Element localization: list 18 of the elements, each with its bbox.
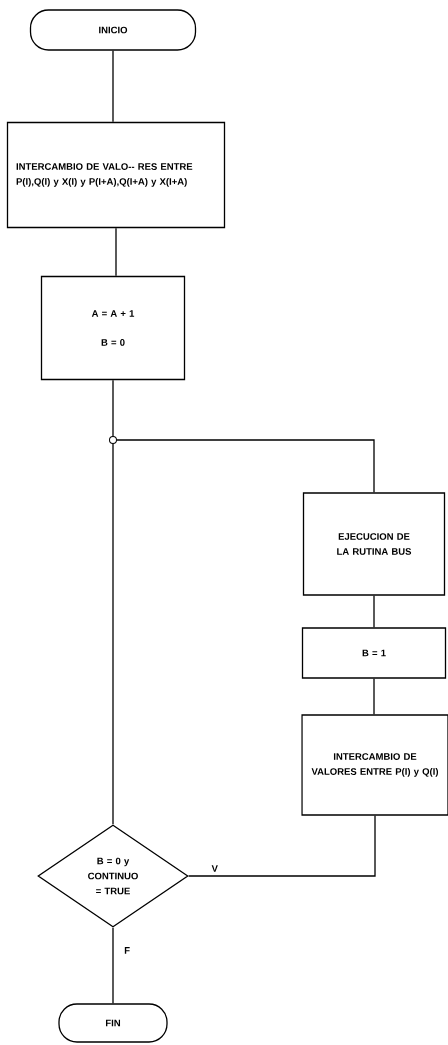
terminal-box: FIN: [58, 1003, 168, 1043]
edge-label: V: [210, 864, 219, 873]
process-box: EJECUCION DE LA RUTINA BUS: [302, 492, 446, 596]
edge-label: F: [123, 946, 131, 955]
connector-line: [112, 927, 114, 1004]
process-box: INTERCAMBIO DE VALO-- RES ENTRE P(I),Q(I) y X(I) y P(I+A),Q(I+A) y X(I+A): [6, 121, 226, 229]
connector-line: [373, 595, 375, 628]
connector-line: [112, 379, 114, 437]
connector-line: [116, 439, 375, 493]
connector-line: [115, 227, 117, 277]
connector-line: [188, 815, 376, 877]
terminal-box: INICIO: [29, 9, 197, 51]
process-box: A = A + 1 B = 0: [40, 275, 186, 381]
connector-line: [373, 678, 375, 715]
process-box: INTERCAMBIO DE VALORES ENTRE P(I) y Q(I): [301, 714, 448, 816]
process-box: B = 1: [301, 627, 447, 679]
connector-line: [112, 50, 114, 123]
connector-line: [112, 443, 114, 825]
